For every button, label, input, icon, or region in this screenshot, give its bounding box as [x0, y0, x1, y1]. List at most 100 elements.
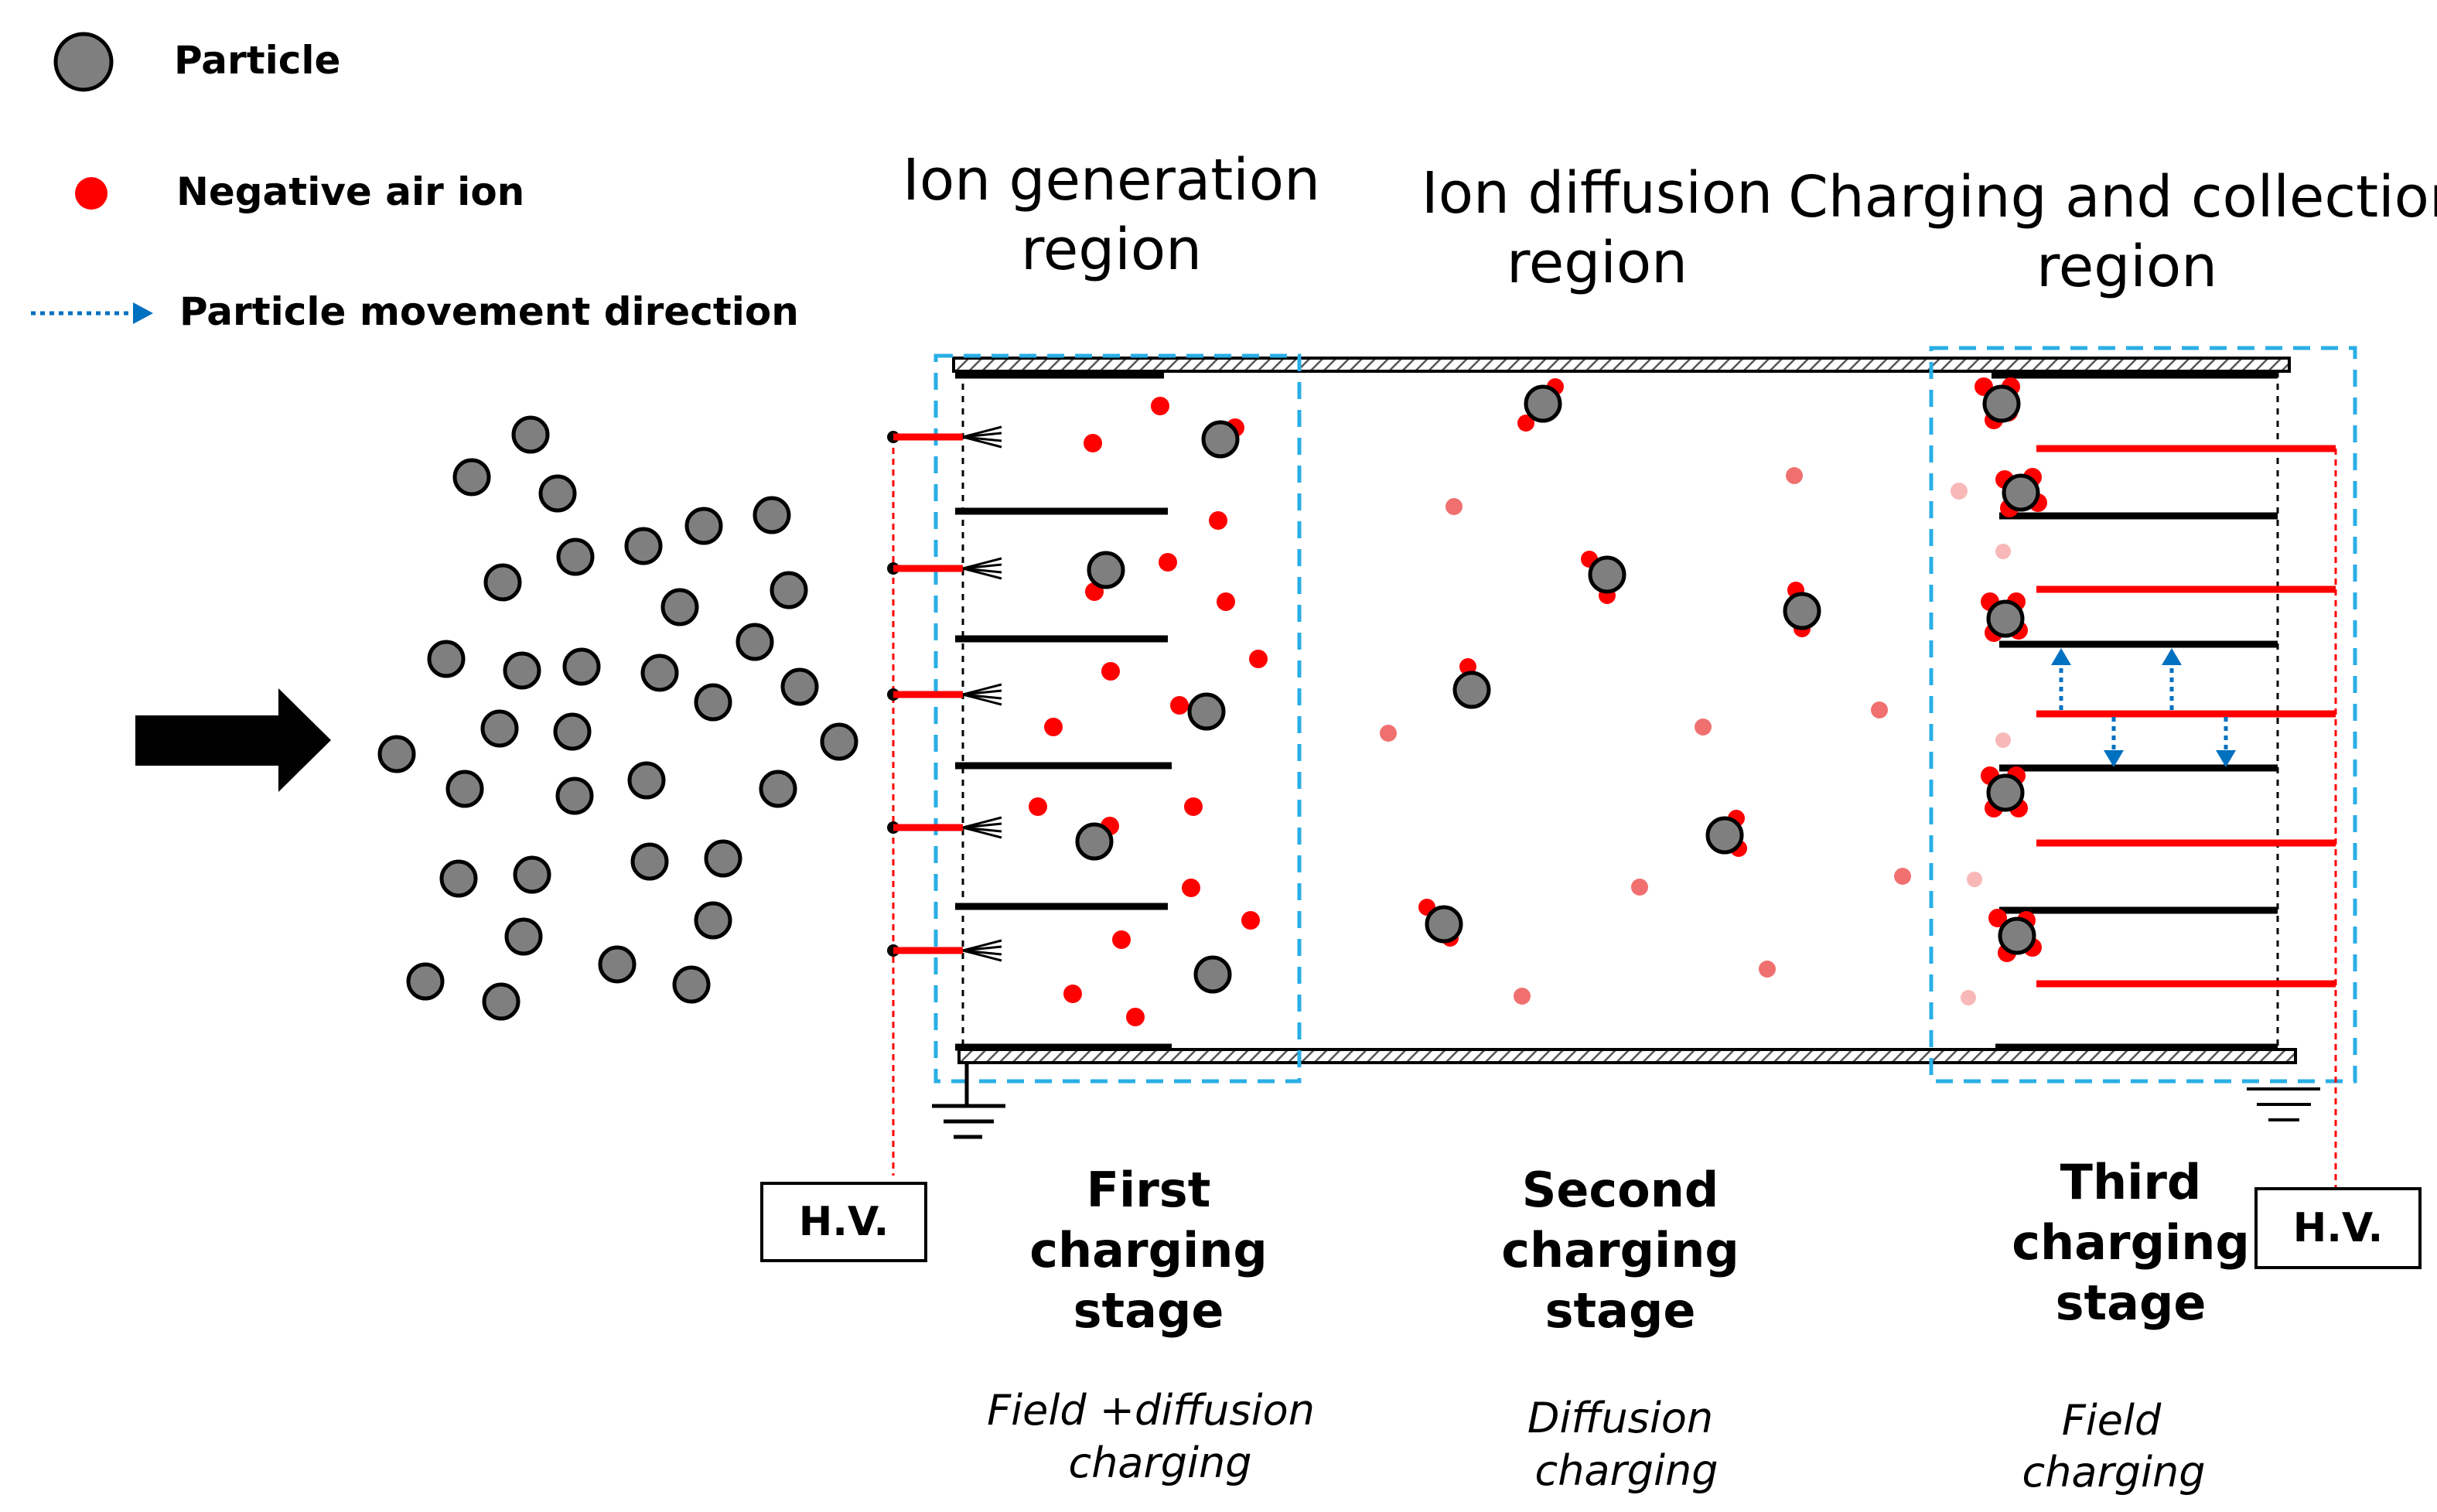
collection-region-box — [1929, 346, 2357, 1084]
particle — [780, 667, 819, 706]
region-heading-generation: Ion generation region — [903, 147, 1320, 283]
legend-particle-icon — [53, 32, 114, 92]
stage-label-third: Third charging stage — [2012, 1154, 2249, 1331]
particle — [562, 647, 601, 686]
particle — [736, 623, 774, 661]
particle — [483, 563, 522, 602]
legend-particle-label: Particle — [174, 38, 340, 83]
emitter-1 — [887, 425, 1002, 449]
movement-arrowheads — [2051, 648, 2236, 767]
svg-text:charging: charging — [1501, 1222, 1739, 1278]
particle — [684, 507, 723, 545]
particle — [694, 683, 732, 722]
collection-hv-plates — [2036, 445, 2336, 988]
svg-text:Second: Second — [1522, 1162, 1719, 1218]
svg-text:First: First — [1087, 1162, 1211, 1218]
particle — [770, 571, 808, 609]
svg-text:region: region — [2036, 234, 2217, 300]
svg-text:charging: charging — [1535, 1446, 1719, 1495]
collected-particles — [1975, 377, 2047, 962]
particle — [538, 474, 577, 513]
ground-icon-right — [2247, 1087, 2320, 1121]
incoming-particle-cloud — [377, 415, 858, 1021]
particle — [513, 855, 551, 894]
svg-text:Field: Field — [2062, 1396, 2162, 1445]
particle — [694, 901, 732, 940]
particle — [377, 735, 416, 773]
stage-label-second: Second charging stage — [1501, 1162, 1739, 1339]
emitter-5 — [887, 939, 1002, 962]
particle — [640, 654, 679, 692]
legend-movement-label: Particle movement direction — [179, 289, 799, 334]
svg-text:region: region — [1021, 217, 1202, 283]
stage-label-first: First charging stage — [1029, 1162, 1267, 1339]
particle — [598, 945, 637, 984]
particle — [445, 770, 484, 808]
particle — [630, 842, 669, 881]
particles-generation — [1075, 420, 1240, 994]
particle — [504, 917, 543, 956]
legend: Particle Negative air ion Particle movem… — [31, 32, 799, 334]
hv-source-left: H.V. — [760, 1182, 927, 1262]
particle — [427, 640, 466, 678]
region-heading-collection: Charging and collection region — [1788, 164, 2437, 300]
particle — [439, 859, 478, 898]
duct-top-wall — [952, 357, 2291, 373]
ions-generation — [1029, 397, 1268, 1026]
svg-text:charging: charging — [1029, 1222, 1267, 1278]
particle — [624, 527, 663, 565]
svg-text:Diffusion: Diffusion — [1527, 1394, 1713, 1442]
svg-text:Third: Third — [2060, 1154, 2202, 1210]
legend-ion-icon — [75, 177, 108, 210]
svg-text:charging: charging — [2022, 1448, 2206, 1497]
ground-plates-generation — [955, 371, 1172, 1051]
airflow-arrow-icon — [135, 688, 331, 792]
particle-movement-arrows — [2059, 661, 2228, 754]
particle — [556, 538, 595, 576]
particle — [553, 712, 592, 751]
particle — [820, 722, 858, 761]
emitter-electrodes — [887, 425, 1002, 1176]
svg-text:stage: stage — [1545, 1282, 1696, 1339]
ground-icon-left — [932, 1063, 1005, 1139]
particle — [704, 839, 742, 878]
particle — [555, 776, 594, 815]
mechanism-label-third: Field charging — [2022, 1396, 2206, 1497]
particle — [480, 709, 519, 748]
svg-text:Ion diffusion: Ion diffusion — [1422, 160, 1773, 227]
particle — [482, 982, 521, 1021]
duct-bottom-wall — [957, 1048, 2297, 1064]
particle — [753, 496, 791, 534]
particle — [511, 415, 550, 454]
collection-ground-plates — [1992, 371, 2278, 1051]
svg-text:Ion generation: Ion generation — [903, 147, 1320, 213]
particle — [627, 761, 666, 800]
particle — [406, 962, 445, 1001]
particle — [672, 965, 711, 1004]
svg-text:charging: charging — [1069, 1439, 1252, 1487]
svg-text:charging: charging — [2012, 1214, 2249, 1271]
ions-collection — [1951, 483, 2011, 1005]
generation-region-box — [934, 353, 1302, 1084]
particle — [759, 770, 797, 808]
emitter-2 — [887, 557, 1002, 580]
ions-diffusion — [1380, 467, 1911, 1005]
hv-source-right: H.V. — [2254, 1187, 2422, 1269]
legend-ion-label: Negative air ion — [176, 169, 524, 214]
svg-text:H.V.: H.V. — [2293, 1205, 2384, 1251]
mechanism-label-second: Diffusion charging — [1527, 1394, 1719, 1495]
particle — [660, 588, 699, 626]
svg-text:stage: stage — [1073, 1282, 1224, 1339]
svg-text:Charging and collection: Charging and collection — [1788, 164, 2437, 230]
svg-text:stage: stage — [2056, 1275, 2207, 1331]
emitter-4 — [887, 816, 1002, 839]
svg-text:region: region — [1507, 230, 1688, 296]
mechanism-label-first: Field +diffusion charging — [987, 1386, 1315, 1487]
region-heading-diffusion: Ion diffusion region — [1422, 160, 1773, 296]
emitter-3 — [887, 683, 1002, 706]
particle — [503, 651, 541, 690]
particle — [452, 458, 491, 497]
charged-particles-diffusion — [1418, 378, 1821, 947]
svg-text:H.V.: H.V. — [799, 1199, 889, 1245]
